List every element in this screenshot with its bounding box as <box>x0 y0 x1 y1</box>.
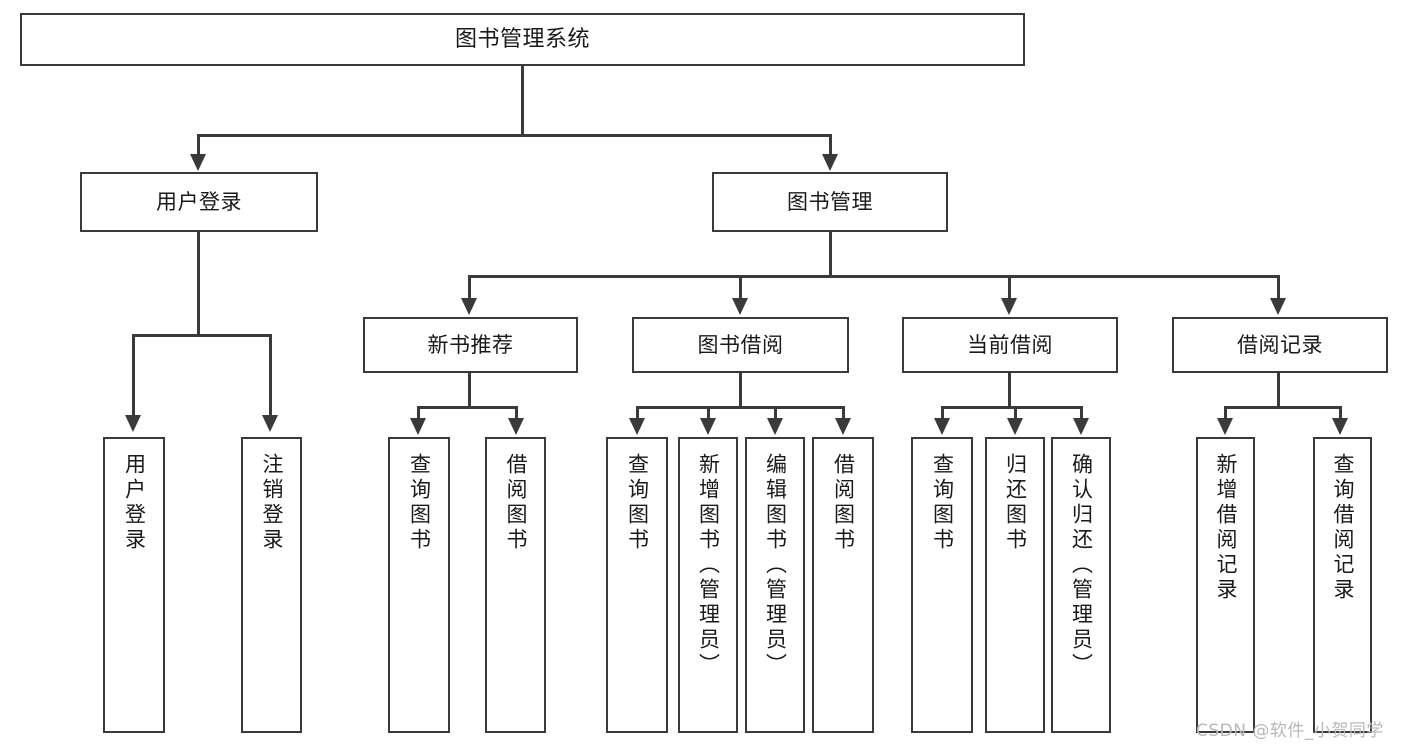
connector-new-book-recommend-trunk <box>468 373 471 408</box>
node-leaf-query-book-3-label: 查询图书 <box>930 453 955 553</box>
connector-new-book-recommend-bus <box>417 406 518 409</box>
node-leaf-query-record[interactable]: 查询借阅记录 <box>1313 437 1372 733</box>
node-book-management[interactable]: 图书管理 <box>712 172 948 232</box>
connector-book-management-bus <box>468 275 1280 278</box>
connector-drop-current-borrow <box>1008 275 1011 300</box>
node-borrow-record[interactable]: 借阅记录 <box>1172 317 1388 373</box>
node-root[interactable]: 图书管理系统 <box>20 13 1025 66</box>
arrow-leaf-borrow-book-1 <box>508 418 524 435</box>
connector-drop-leaf-query-book-1 <box>417 406 420 420</box>
node-leaf-borrow-book-2-label: 借阅图书 <box>831 453 856 553</box>
arrow-new-book-recommend <box>461 298 477 315</box>
connector-drop-leaf-add-book <box>707 406 710 420</box>
connector-drop-leaf-query-book-3 <box>941 406 944 420</box>
node-leaf-add-record-label: 新增借阅记录 <box>1214 453 1238 603</box>
connector-drop-leaf-edit-book <box>774 406 777 420</box>
connector-user-login-trunk <box>197 232 200 335</box>
connector-drop-leaf-query-book-2 <box>636 406 639 420</box>
node-book-borrow[interactable]: 图书借阅 <box>632 317 849 373</box>
arrow-leaf-query-book-3 <box>934 418 950 435</box>
arrow-leaf-query-record <box>1332 418 1348 435</box>
arrow-leaf-add-record <box>1217 418 1233 435</box>
node-book-borrow-label: 图书借阅 <box>697 332 784 357</box>
node-user-login-label: 用户登录 <box>156 189 242 214</box>
node-book-management-label: 图书管理 <box>787 189 873 214</box>
arrow-leaf-borrow-book-2 <box>835 418 851 435</box>
connector-drop-leaf-return-book <box>1014 406 1017 420</box>
connector-drop-leaf-confirm-return <box>1080 406 1083 420</box>
arrow-book-management <box>822 154 838 171</box>
node-leaf-edit-book-label: 编辑图书（管理员） <box>763 453 788 678</box>
connector-book-management-trunk <box>829 232 832 276</box>
arrow-current-borrow <box>1001 298 1017 315</box>
connector-drop-book-management <box>829 134 832 156</box>
node-borrow-record-label: 借阅记录 <box>1237 332 1323 357</box>
node-leaf-user-logout-label: 注销登录 <box>260 453 284 553</box>
connector-drop-borrow-record <box>1277 275 1280 300</box>
arrow-leaf-user-login <box>125 415 141 432</box>
arrow-leaf-query-book-2 <box>629 418 645 435</box>
node-leaf-user-logout[interactable]: 注销登录 <box>241 437 302 733</box>
connector-drop-new-book-recommend <box>468 275 471 300</box>
node-leaf-query-book-3[interactable]: 查询图书 <box>911 437 973 733</box>
arrow-leaf-edit-book <box>767 418 783 435</box>
connector-drop-book-borrow <box>739 275 742 300</box>
node-leaf-borrow-book-1[interactable]: 借阅图书 <box>485 437 546 733</box>
connector-drop-leaf-query-record <box>1339 406 1342 420</box>
node-current-borrow[interactable]: 当前借阅 <box>902 317 1118 373</box>
arrow-leaf-query-book-1 <box>410 418 426 435</box>
connector-drop-leaf-add-record <box>1224 406 1227 420</box>
node-leaf-borrow-book-2[interactable]: 借阅图书 <box>812 437 874 733</box>
connector-drop-leaf-user-logout <box>269 334 272 417</box>
connector-drop-leaf-user-login <box>132 334 135 417</box>
node-leaf-query-book-1[interactable]: 查询图书 <box>388 437 450 733</box>
node-leaf-query-record-label: 查询借阅记录 <box>1331 453 1355 603</box>
connector-current-borrow-bus <box>941 406 1081 409</box>
node-leaf-confirm-return-label: 确认归还（管理员） <box>1069 453 1094 678</box>
connector-root-bus <box>197 134 831 137</box>
node-leaf-borrow-book-1-label: 借阅图书 <box>504 453 528 553</box>
node-leaf-edit-book[interactable]: 编辑图书（管理员） <box>745 437 805 733</box>
connector-root-trunk <box>521 66 524 134</box>
arrow-leaf-add-book <box>700 418 716 435</box>
node-leaf-query-book-2[interactable]: 查询图书 <box>606 437 668 733</box>
node-leaf-user-login[interactable]: 用户登录 <box>103 437 165 733</box>
connector-borrow-record-trunk <box>1277 373 1280 408</box>
node-leaf-query-book-2-label: 查询图书 <box>625 453 650 553</box>
connector-drop-user-login <box>197 134 200 156</box>
node-new-book-recommend[interactable]: 新书推荐 <box>363 317 578 373</box>
arrow-leaf-return-book <box>1007 418 1023 435</box>
connector-drop-leaf-borrow-book-2 <box>842 406 845 420</box>
node-leaf-user-login-label: 用户登录 <box>122 453 147 553</box>
arrow-leaf-user-logout <box>262 415 278 432</box>
connector-book-borrow-bus <box>636 406 844 409</box>
node-new-book-recommend-label: 新书推荐 <box>427 332 514 357</box>
connector-borrow-record-bus <box>1224 406 1342 409</box>
connector-user-login-bus <box>132 334 270 337</box>
node-leaf-return-book-label: 归还图书 <box>1003 453 1028 553</box>
arrow-leaf-confirm-return <box>1073 418 1089 435</box>
connector-book-borrow-trunk <box>739 373 742 408</box>
node-leaf-return-book[interactable]: 归还图书 <box>985 437 1045 733</box>
connector-current-borrow-trunk <box>1008 373 1011 408</box>
arrow-borrow-record <box>1270 298 1286 315</box>
node-leaf-add-book-label: 新增图书（管理员） <box>696 453 721 678</box>
connector-drop-leaf-borrow-book-1 <box>515 406 518 420</box>
node-root-label: 图书管理系统 <box>454 26 590 52</box>
node-leaf-add-book[interactable]: 新增图书（管理员） <box>678 437 738 733</box>
arrow-book-borrow <box>732 298 748 315</box>
arrow-user-login <box>190 154 206 171</box>
csdn-watermark: CSDN @软件_小贺同学 <box>1196 721 1384 741</box>
node-current-borrow-label: 当前借阅 <box>967 332 1053 357</box>
node-leaf-add-record[interactable]: 新增借阅记录 <box>1196 437 1255 733</box>
node-leaf-query-book-1-label: 查询图书 <box>407 453 432 553</box>
node-user-login[interactable]: 用户登录 <box>80 172 318 232</box>
node-leaf-confirm-return[interactable]: 确认归还（管理员） <box>1051 437 1111 733</box>
